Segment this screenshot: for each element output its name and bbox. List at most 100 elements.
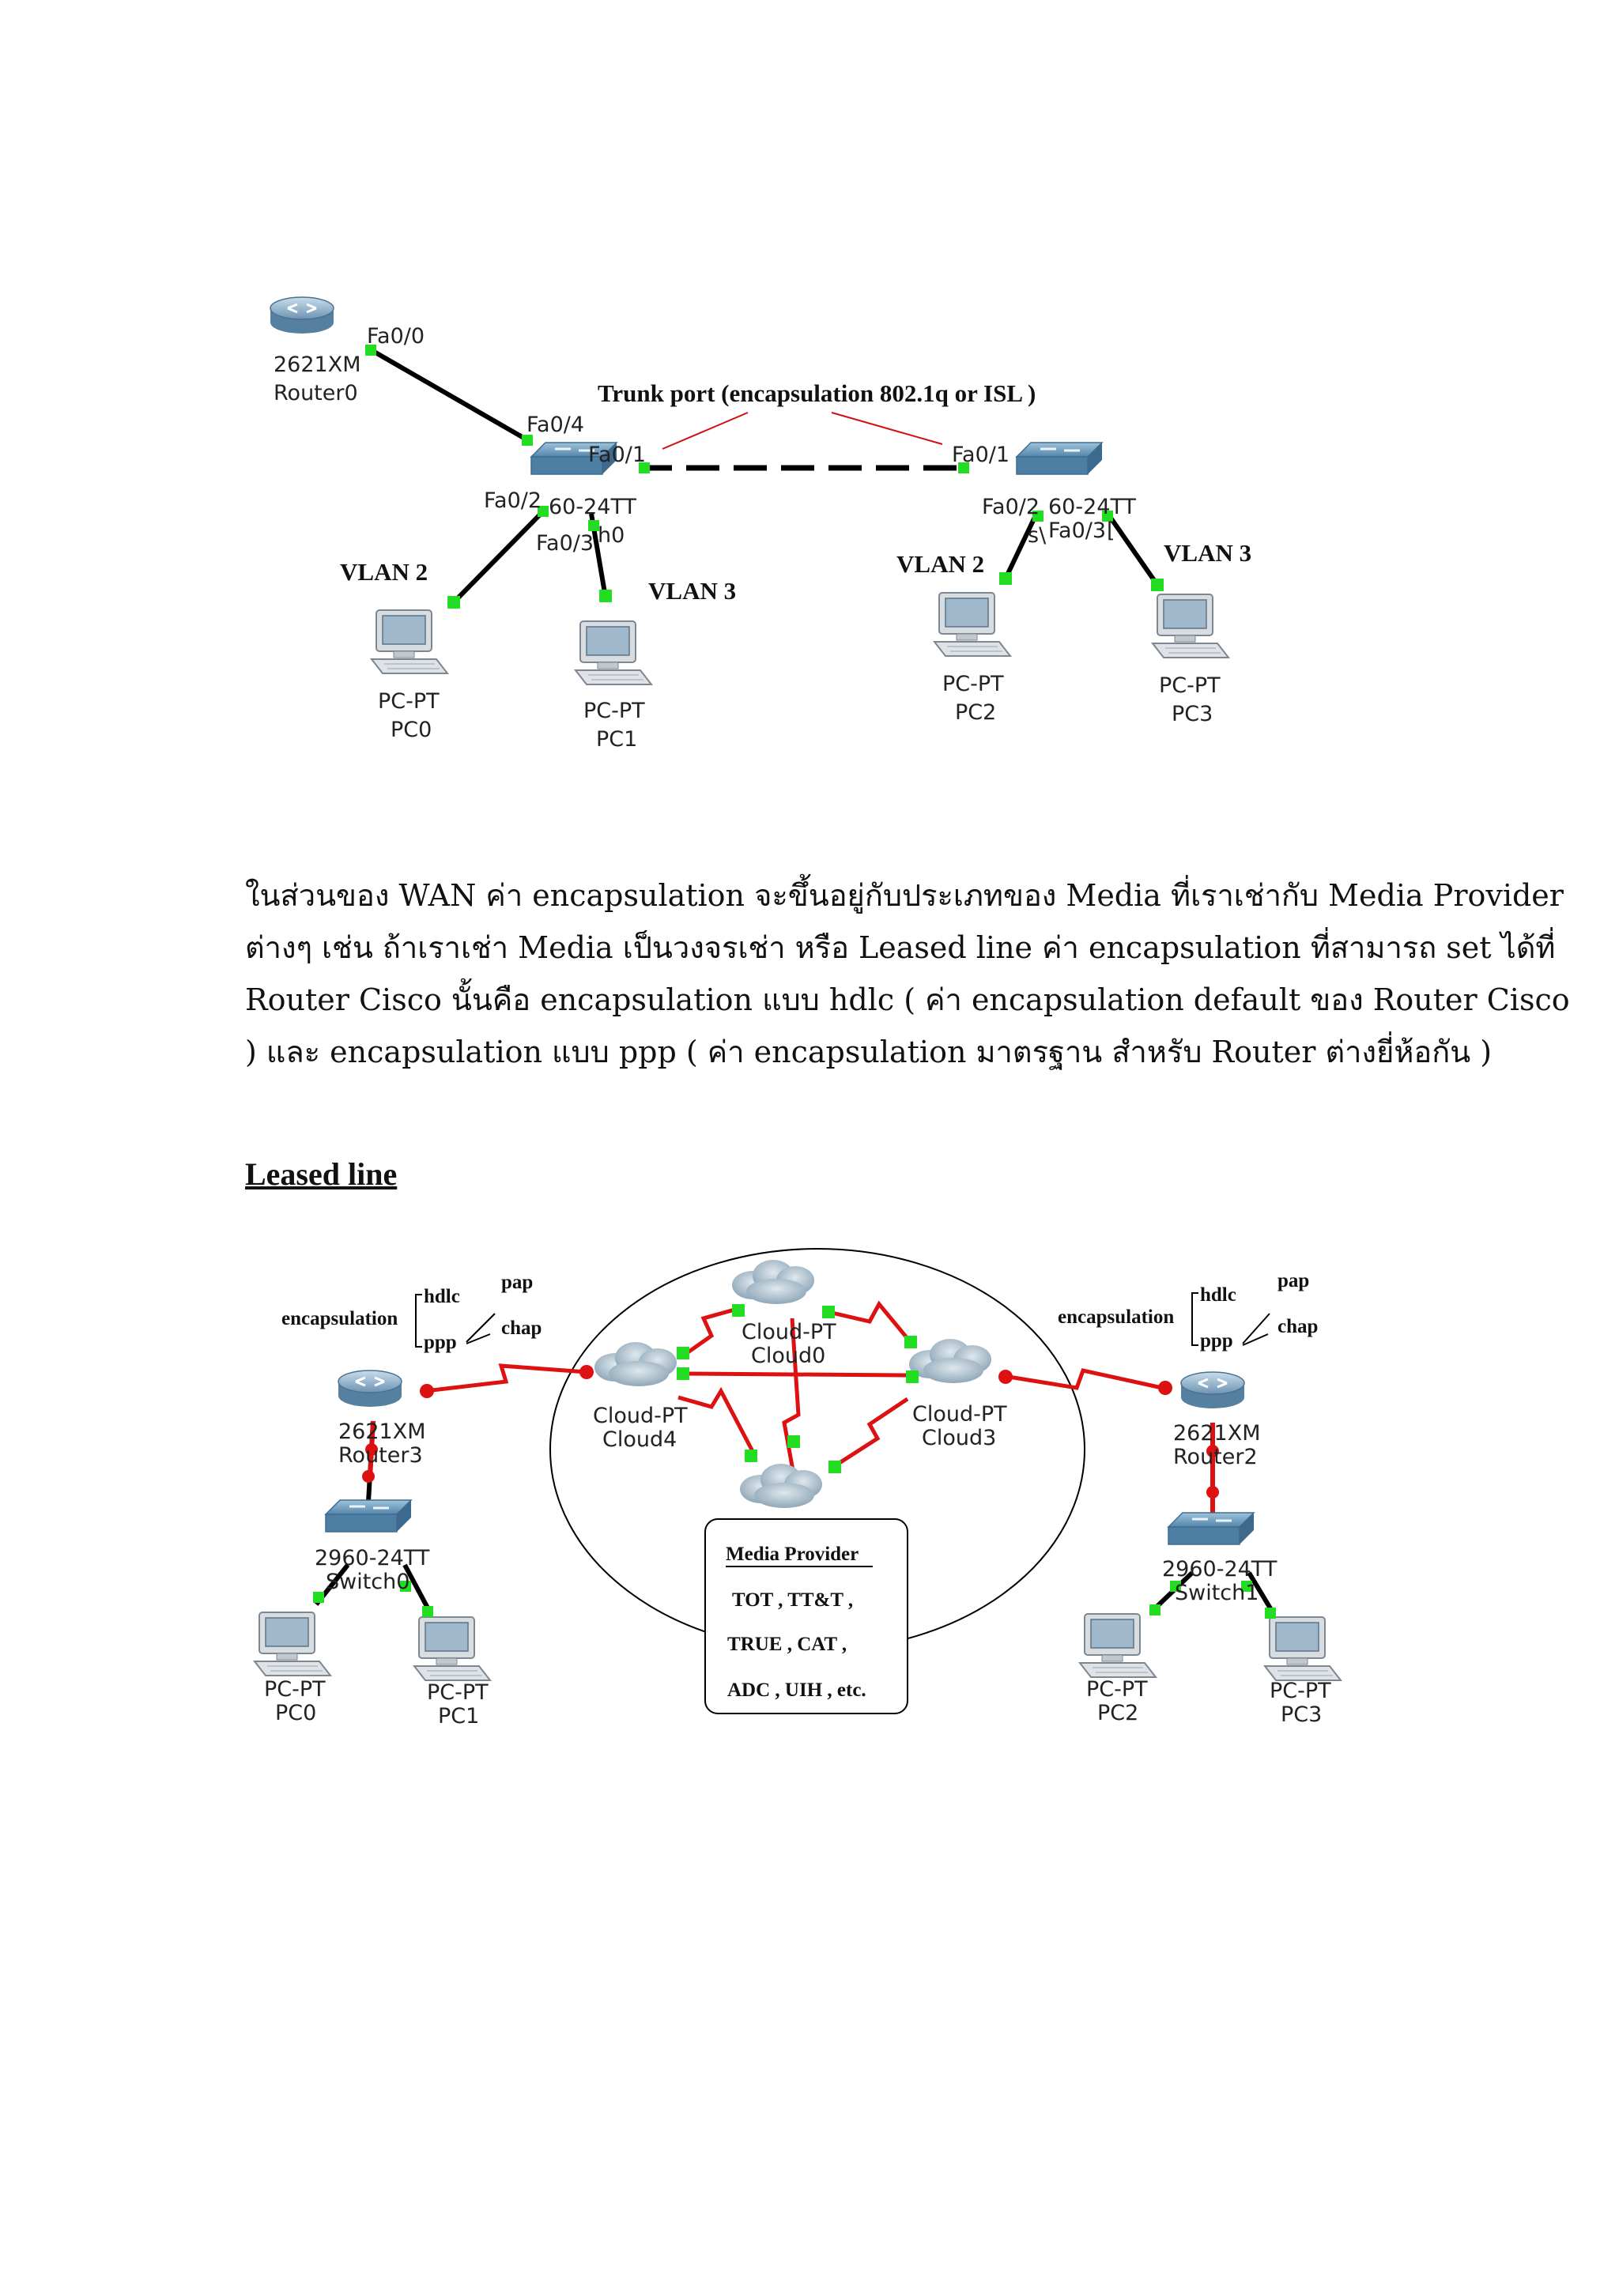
right-pap-label: pap — [1277, 1270, 1309, 1291]
pc3-type: PC-PT — [1159, 673, 1221, 698]
lan-pc0-icon — [254, 1612, 331, 1676]
left-ppp-bracket — [466, 1313, 496, 1344]
right-chap-label: chap — [1277, 1316, 1318, 1337]
router0-icon — [269, 296, 335, 335]
switch1-pc3-link — [1104, 511, 1160, 586]
cloud4-cloud0-link — [683, 1305, 744, 1357]
cloud4-provider-link — [677, 1386, 757, 1456]
router3-icon — [337, 1369, 403, 1408]
lan-pc3-name: PC3 — [1281, 1702, 1322, 1727]
port-lights — [365, 345, 1164, 609]
media-provider-line1: TOT , TT&T , — [732, 1589, 853, 1611]
right-vlan3-label: VLAN 3 — [1164, 539, 1251, 567]
switch0-port-fa02: Fa0/2 — [484, 488, 542, 513]
leased-port-lights — [313, 1304, 1276, 1619]
lan-pc0-name: PC0 — [275, 1701, 316, 1725]
right-encap-bracket — [1191, 1292, 1198, 1346]
left-encap-bracket — [415, 1294, 422, 1348]
router2-model: 2621XM — [1173, 1421, 1261, 1446]
provider-cloud-icon — [740, 1464, 822, 1508]
pc0-icon — [371, 609, 448, 674]
switch0-name-fragment: h0 — [598, 523, 625, 548]
switch0-pc0-link — [451, 508, 546, 605]
left-vlan2-label: VLAN 2 — [340, 558, 428, 586]
left-pap-label: pap — [501, 1272, 533, 1293]
switch0-lan-name: Switch0 — [326, 1570, 409, 1594]
router2-serial-link — [1008, 1368, 1163, 1390]
switch1-pc3-link-2 — [1247, 1571, 1275, 1614]
cloud0-name: Cloud0 — [751, 1344, 825, 1368]
switch1-port-fa01: Fa0/1 — [952, 443, 1010, 467]
router3-name: Router3 — [338, 1443, 423, 1468]
router0-switch0-link — [368, 347, 528, 442]
cloud3-provider-link — [832, 1397, 909, 1469]
right-ppp-bracket — [1242, 1313, 1270, 1346]
switch0-port-fa01: Fa0/1 — [588, 443, 646, 467]
paragraph-line-4: ) และ encapsulation แบบ ppp ( ค่า encaps… — [245, 1035, 1493, 1069]
switch1-pc2-link — [1003, 511, 1040, 580]
leased-line-diagram: encapsulation hdlc ppp pap chap encapsul… — [254, 1248, 1342, 1729]
switch0-pc1-link-2 — [402, 1563, 432, 1614]
media-provider-line2: TRUE , CAT , — [727, 1634, 847, 1655]
right-encap-label: encapsulation — [1058, 1306, 1174, 1328]
media-provider-line3: ADC , UIH , etc. — [727, 1680, 866, 1701]
pc3-icon — [1152, 594, 1229, 658]
pc1-icon — [575, 620, 652, 685]
cloud0-cloud1-link — [782, 1318, 801, 1476]
paragraph-line-2: ต่างๆ เช่น ถ้าเราเช่า Media เป็นวงจรเช่า… — [245, 930, 1556, 965]
switch1-model-label: 60-24TT — [1048, 495, 1136, 519]
pc1-name: PC1 — [596, 727, 637, 752]
switch0-port-fa04: Fa0/4 — [526, 413, 584, 437]
router0-port-label: Fa0/0 — [367, 324, 425, 349]
switch1-icon — [1015, 441, 1104, 476]
paragraph-line-3: Router Cisco นั้นคือ encapsulation แบบ h… — [245, 982, 1570, 1017]
cloud4-name: Cloud4 — [602, 1427, 677, 1452]
switch1-lan-model: 2960-24TT — [1162, 1557, 1277, 1582]
cloud4-icon — [594, 1342, 677, 1386]
left-chap-label: chap — [501, 1318, 542, 1339]
lan-pc1-type: PC-PT — [427, 1680, 489, 1705]
router2-name: Router2 — [1173, 1445, 1258, 1469]
switch1-lan-icon — [1167, 1511, 1255, 1546]
lan-pc2-name: PC2 — [1097, 1701, 1138, 1725]
pc0-type: PC-PT — [378, 689, 440, 714]
switch0-lan-icon — [324, 1499, 413, 1533]
lan-pc3-icon — [1264, 1616, 1342, 1681]
right-ppp-label: ppp — [1200, 1330, 1233, 1352]
lan-pc0-type: PC-PT — [264, 1677, 326, 1702]
wan-encapsulation-paragraph: ในส่วนของ WAN ค่า encapsulation จะขึ้นอย… — [245, 869, 1570, 1078]
right-hdlc-label: hdlc — [1200, 1284, 1236, 1306]
router2-icon — [1179, 1370, 1246, 1410]
media-provider-title: Media Provider — [726, 1544, 859, 1565]
trunk-pointer-left — [662, 412, 749, 450]
pc3-name: PC3 — [1172, 702, 1213, 726]
switch1-port-fa03: Fa0/3 — [1048, 518, 1106, 543]
left-hdlc-label: hdlc — [424, 1286, 460, 1307]
right-vlan2-label: VLAN 2 — [896, 550, 984, 578]
cloud3-name: Cloud3 — [922, 1426, 996, 1450]
router0-model: 2621XM — [274, 353, 361, 377]
switch0-port-fa03: Fa0/3 — [536, 531, 594, 556]
cloud3-icon — [909, 1339, 991, 1383]
left-encap-label: encapsulation — [281, 1308, 398, 1329]
lan-pc1-name: PC1 — [438, 1704, 479, 1729]
media-provider-box — [704, 1518, 908, 1714]
leased-line-heading: Leased line — [245, 1156, 398, 1192]
lan-pc1-icon — [413, 1616, 491, 1681]
cloud0-type: Cloud-PT — [742, 1320, 836, 1344]
cloud3-type: Cloud-PT — [912, 1402, 1007, 1427]
lan-pc2-icon — [1079, 1613, 1157, 1678]
left-ppp-label: ppp — [424, 1332, 457, 1353]
trunk-pointer-right — [831, 412, 943, 445]
paragraph-line-1: ในส่วนของ WAN ค่า encapsulation จะขึ้นอย… — [245, 878, 1564, 913]
switch1-port-fa02: Fa0/2 — [982, 495, 1040, 519]
router3-serial-link — [425, 1363, 587, 1393]
router3-model: 2621XM — [338, 1419, 426, 1444]
switch0-model-label: 60-24TT — [549, 495, 636, 519]
cloud4-type: Cloud-PT — [593, 1404, 688, 1428]
switch1-fragment-2: [ — [1107, 518, 1115, 543]
pc1-type: PC-PT — [583, 699, 645, 723]
cloud0-cloud3-link — [828, 1300, 911, 1342]
switch1-fragment: s\ — [1028, 523, 1047, 548]
